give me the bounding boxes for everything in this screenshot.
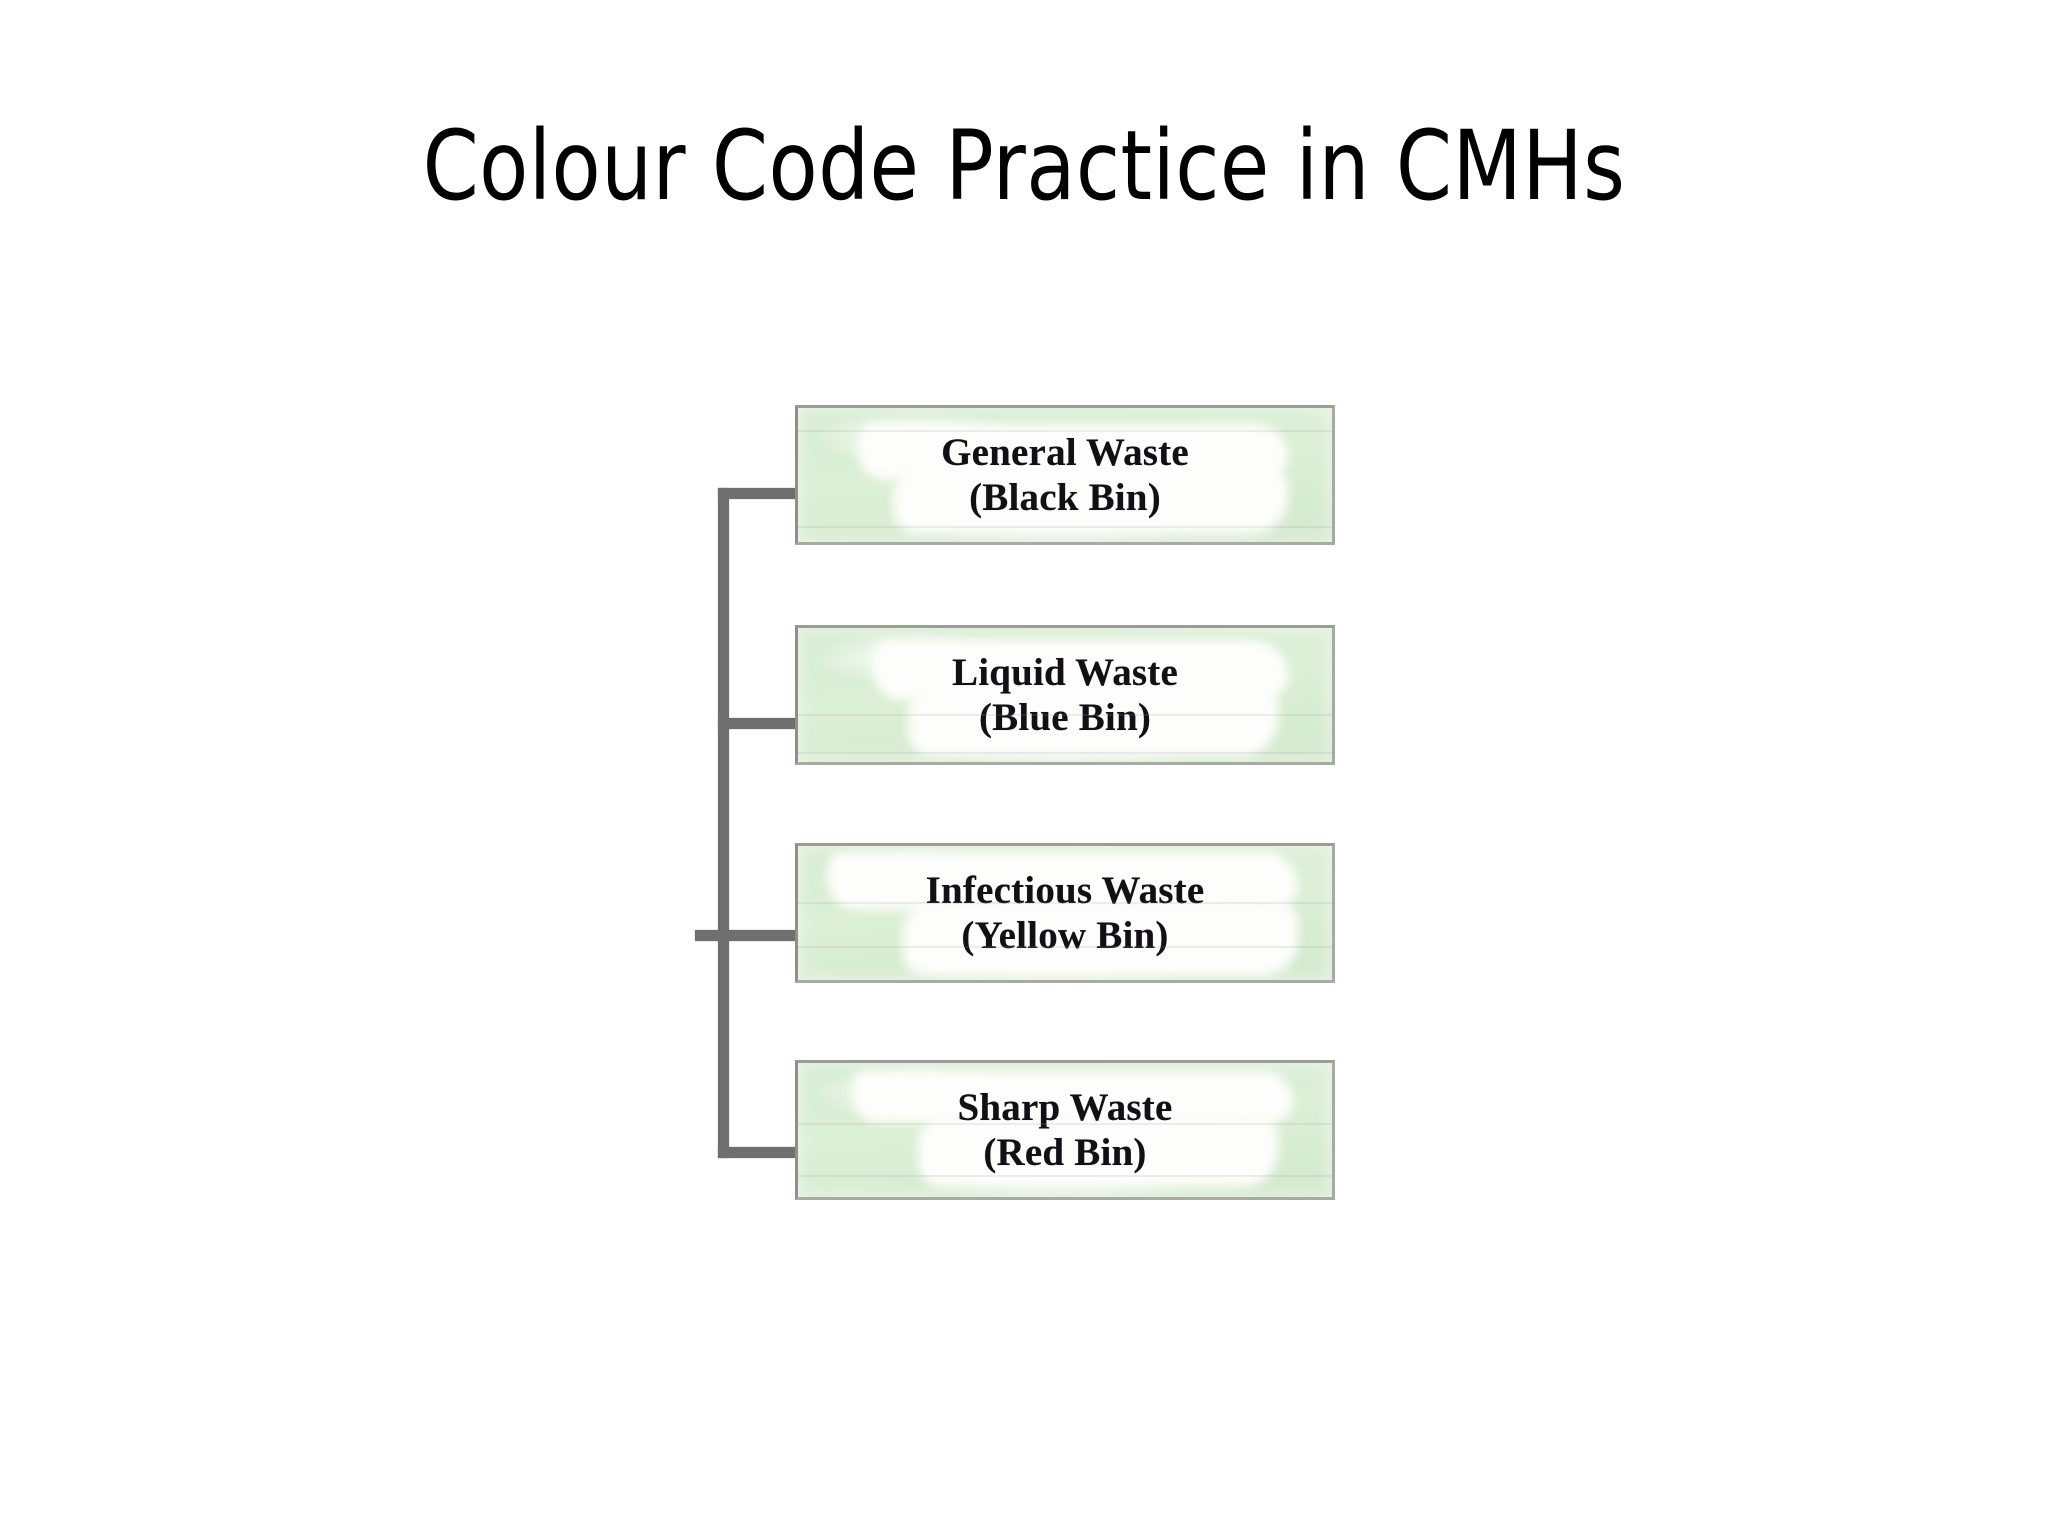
bin-colour-label: (Red Bin): [983, 1131, 1147, 1174]
waste-type-label: Infectious Waste: [925, 868, 1205, 912]
waste-box-liquid-waste: Liquid Waste (Blue Bin): [795, 625, 1335, 765]
bin-colour-label: (Yellow Bin): [961, 914, 1169, 957]
page-title: Colour Code Practice in CMHs: [422, 110, 1626, 222]
connector-trunk-line: [718, 488, 729, 1158]
waste-box-text: Sharp Waste (Red Bin): [958, 1085, 1173, 1175]
connector-left-stub: [695, 930, 720, 941]
waste-type-label: Liquid Waste: [951, 650, 1179, 694]
scan-smudge: [798, 752, 1332, 754]
connector-branch-2: [718, 718, 800, 729]
waste-box-text: General Waste (Black Bin): [941, 430, 1189, 520]
connector-branch-4: [718, 1147, 800, 1158]
waste-type-label: General Waste: [941, 430, 1189, 474]
connector-branch-1: [718, 488, 800, 499]
bin-colour-label: (Black Bin): [969, 476, 1161, 519]
waste-box-text: Liquid Waste (Blue Bin): [952, 650, 1178, 740]
waste-type-label: Sharp Waste: [957, 1085, 1173, 1129]
connector-branch-3: [718, 930, 800, 941]
waste-box-sharp-waste: Sharp Waste (Red Bin): [795, 1060, 1335, 1200]
waste-box-infectious-waste: Infectious Waste (Yellow Bin): [795, 843, 1335, 983]
waste-box-text: Infectious Waste (Yellow Bin): [926, 868, 1205, 958]
waste-box-general-waste: General Waste (Black Bin): [795, 405, 1335, 545]
scan-smudge: [798, 526, 1332, 528]
bin-colour-label: (Blue Bin): [978, 696, 1152, 739]
scan-smudge: [798, 1175, 1332, 1177]
waste-colour-code-diagram: General Waste (Black Bin) Liquid Waste (…: [690, 390, 1350, 1260]
